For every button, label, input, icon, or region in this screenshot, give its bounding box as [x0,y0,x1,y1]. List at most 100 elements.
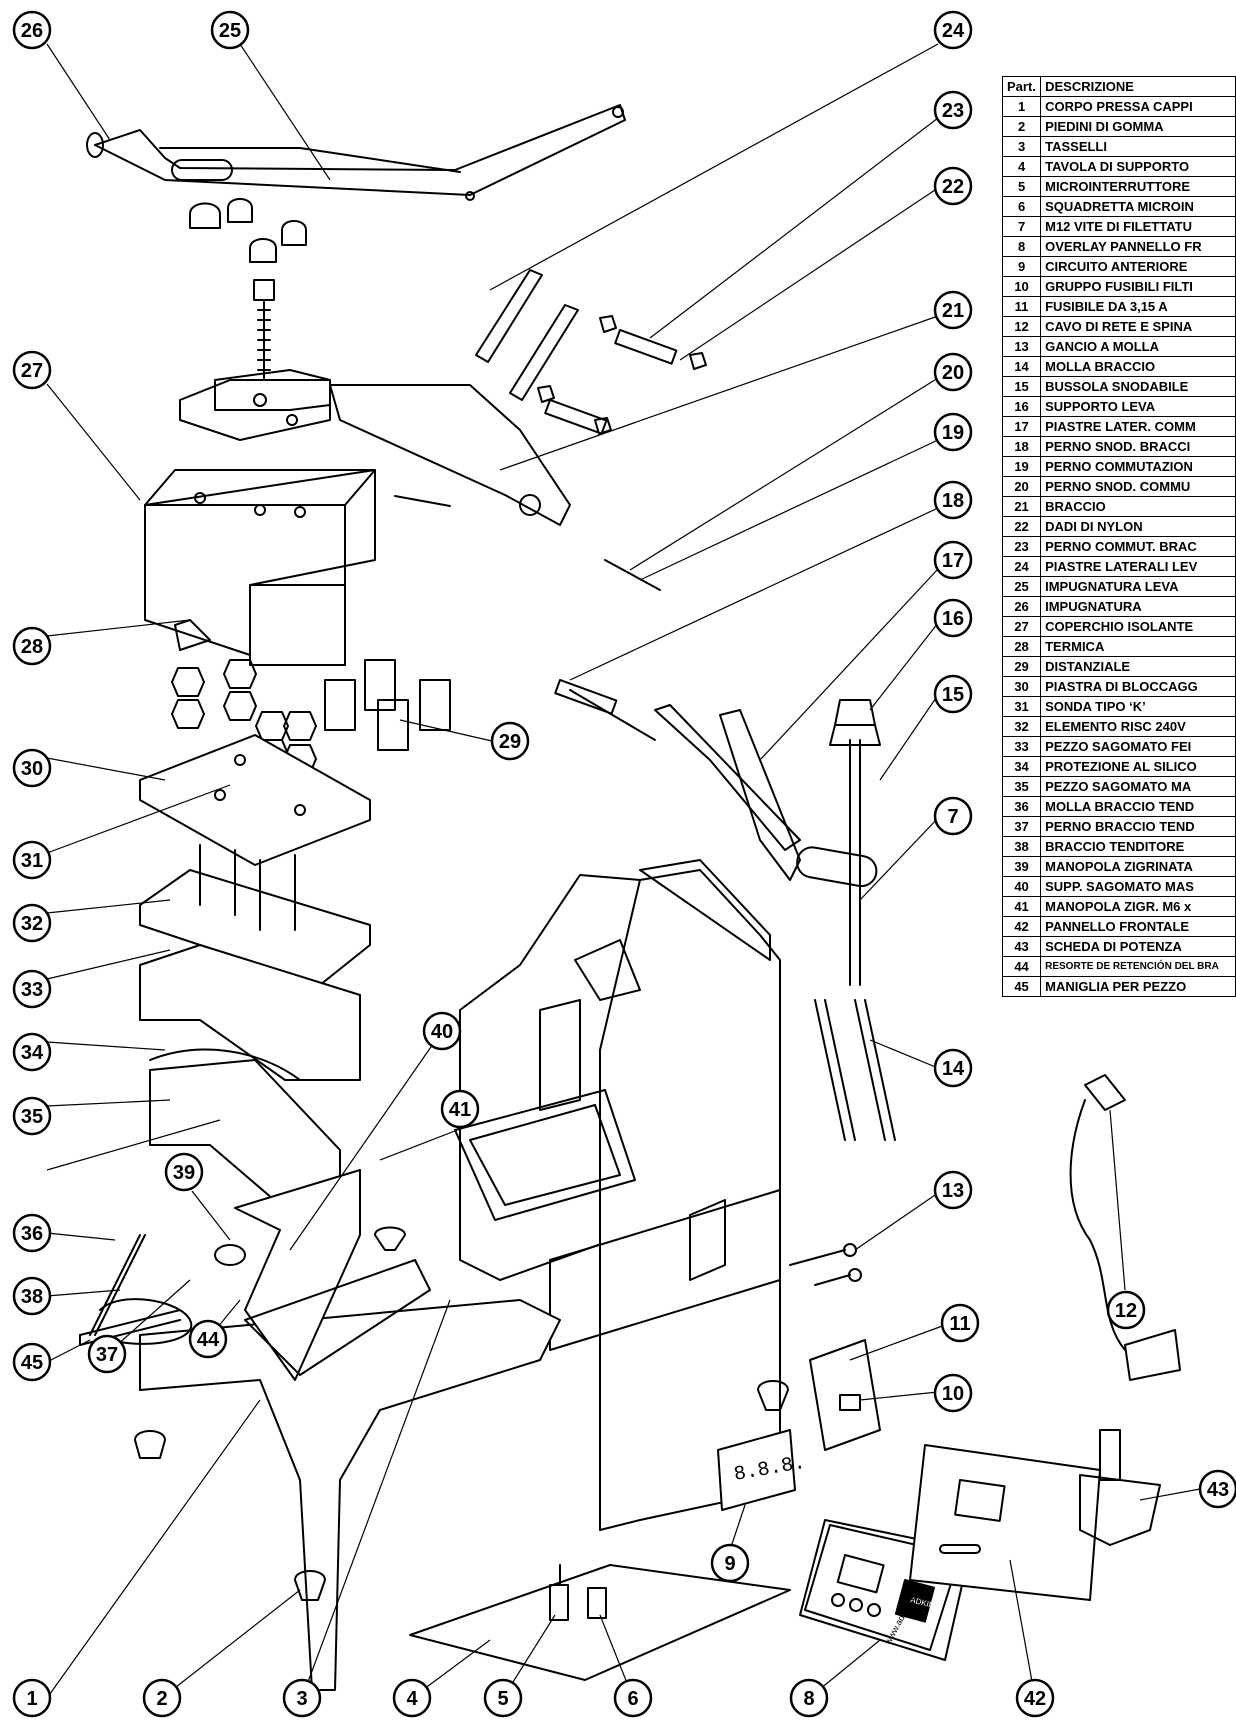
svg-text:42: 42 [1024,1688,1046,1710]
part-number: 17 [1001,416,1042,437]
part-description: PEZZO SAGOMATO MA [1040,776,1236,797]
part-number: 10 [1001,276,1042,297]
svg-text:39: 39 [173,1162,195,1184]
part-number: 44 [1001,956,1042,977]
callout-14: 14 [933,1048,973,1088]
lever-bracket [179,299,571,526]
part-number: 15 [1001,376,1042,397]
part-number: 6 [1001,196,1042,217]
callout-29: 29 [490,721,530,761]
description-column-header: DESCRIZIONE [1040,76,1236,97]
svg-text:9: 9 [724,1553,735,1575]
svg-text:40: 40 [431,1021,453,1043]
svg-text:25: 25 [219,20,241,42]
callout-9: 9 [710,1543,750,1583]
svg-text:2: 2 [156,1688,167,1710]
svg-text:21: 21 [942,300,964,322]
callout-20: 20 [933,352,973,392]
part-number: 5 [1001,176,1042,197]
part-description: PIASTRE LATERALI LEV [1040,556,1236,577]
callout-37: 37 [87,1334,127,1374]
spacers [324,659,451,751]
callout-19: 19 [933,412,973,452]
part-description: DADI DI NYLON [1040,516,1236,537]
callout-21: 21 [933,290,973,330]
callout-16: 16 [933,598,973,638]
part-number: 22 [1001,516,1042,537]
part-description: ELEMENTO RISC 240V [1040,716,1236,737]
part-description: SCHEDA DI POTENZA [1040,936,1236,957]
svg-text:13: 13 [942,1180,964,1202]
callout-12: 12 [1106,1290,1146,1330]
part-description: TASSELLI [1040,136,1236,157]
callout-1: 1 [12,1678,52,1718]
callouts: 26 25 24 23 22 21 20 19 18 17 16 15 7 14… [12,10,1236,1718]
callout-6: 6 [613,1678,653,1718]
part-description: PANNELLO FRONTALE [1040,916,1236,937]
callout-26: 26 [12,10,52,50]
svg-text:43: 43 [1207,1479,1229,1501]
svg-text:7: 7 [947,806,958,828]
part-number: 24 [1001,556,1042,577]
part-description: PROTEZIONE AL SILICO [1040,756,1236,777]
threaded-rod [829,699,881,986]
part-number: 20 [1001,476,1042,497]
callout-28: 28 [12,626,52,666]
svg-text:24: 24 [942,20,965,42]
part-description: DISTANZIALE [1040,656,1236,677]
svg-text:16: 16 [942,608,964,630]
svg-text:41: 41 [449,1099,471,1121]
part-number: 12 [1001,316,1042,337]
part-description: MANIGLIA PER PEZZO [1040,976,1236,997]
part-number: 43 [1001,936,1042,957]
callout-42: 42 [1015,1678,1055,1718]
acorn-nuts [189,198,307,301]
insulating-cover [144,469,376,666]
tensioner-assembly [79,1169,431,1381]
svg-text:36: 36 [21,1223,43,1245]
callout-25: 25 [210,10,250,50]
part-description: CIRCUITO ANTERIORE [1040,256,1236,277]
svg-text:35: 35 [21,1106,43,1128]
part-number: 30 [1001,676,1042,697]
part-description: PIASTRE LATER. COMM [1040,416,1236,437]
callout-23: 23 [933,90,973,130]
svg-text:1: 1 [26,1688,37,1710]
part-number: 42 [1001,916,1042,937]
part-description: IMPUGNATURA [1040,596,1236,617]
part-number: 37 [1001,816,1042,837]
callout-38: 38 [12,1276,52,1316]
svg-text:3: 3 [296,1688,307,1710]
part-description: SUPP. SAGOMATO MAS [1040,876,1236,897]
svg-text:38: 38 [21,1286,43,1308]
part-number: 1 [1001,96,1042,117]
callout-33: 33 [12,969,52,1009]
callout-24: 24 [933,10,973,50]
rubber-feet [134,1380,789,1601]
svg-text:17: 17 [942,550,964,572]
part-description: SONDA TIPO ‘K’ [1040,696,1236,717]
part-description: TAVOLA DI SUPPORTO [1040,156,1236,177]
callout-43: 43 [1198,1469,1236,1509]
pins [394,315,707,741]
power-board [1079,1429,1161,1546]
svg-text:33: 33 [21,979,43,1001]
callout-2: 2 [142,1678,182,1718]
